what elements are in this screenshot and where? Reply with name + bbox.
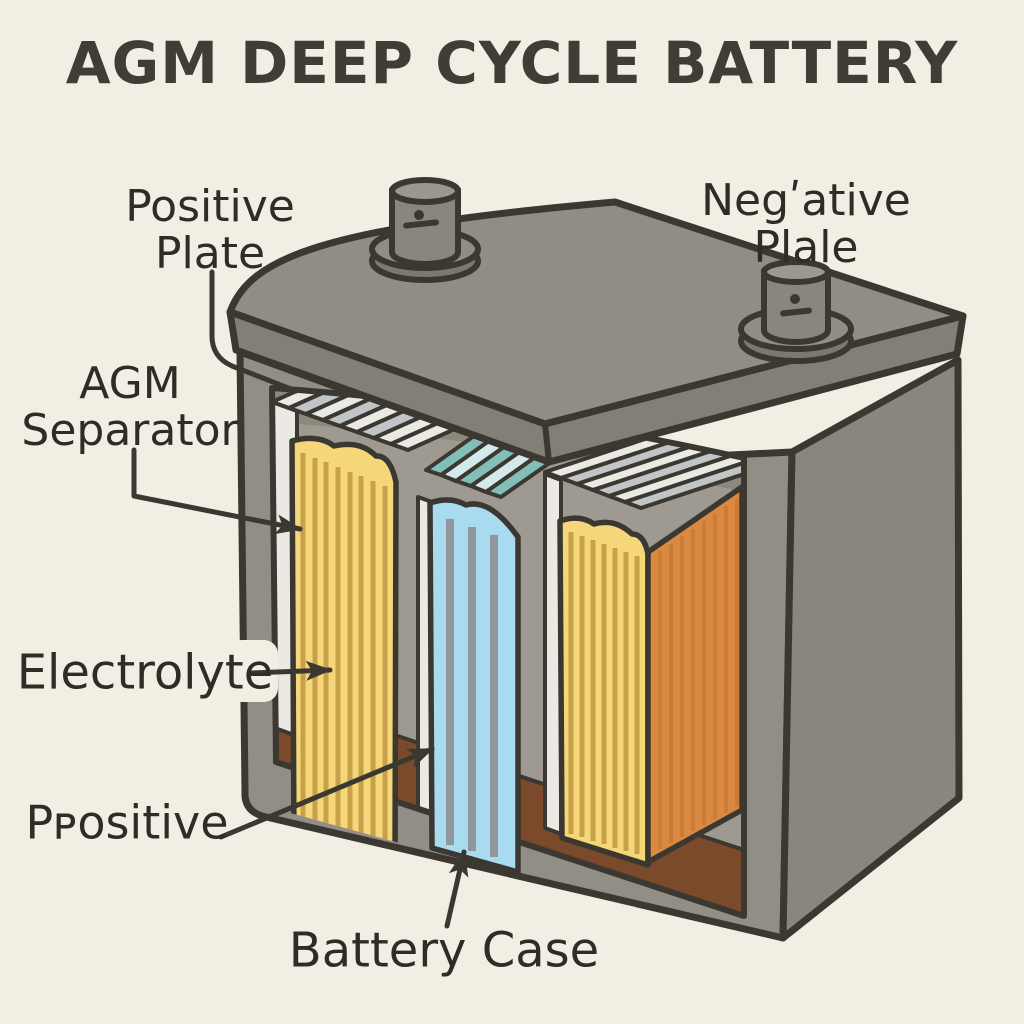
terminal-dot-mark <box>790 294 800 304</box>
positive-plate-yellow-2 <box>557 515 651 868</box>
label-positive-plate: Positive Plate <box>125 183 295 277</box>
diagram-title: AGM DEEP CYCLE BATTERY <box>65 29 959 97</box>
label-agm-separator-line2: Separator <box>21 405 239 456</box>
case-right-face <box>779 356 963 942</box>
electrolyte-plate-blue <box>427 497 521 875</box>
terminal-dot-mark <box>414 210 424 220</box>
label-negative-plate: Negʹative Plale <box>701 177 911 271</box>
label-battery-case-text: Battery Case <box>288 922 600 979</box>
negative-terminal <box>738 259 854 364</box>
label-agm-separator: AGM Separator <box>21 360 238 454</box>
negative-plate-orange-side <box>645 484 744 865</box>
positive-plate-yellow-1 <box>289 435 399 875</box>
battery-case-arrow <box>444 849 469 929</box>
label-electrolyte: Electrolyte <box>16 644 274 701</box>
label-negative-plate-line1: Negʹative <box>701 175 911 226</box>
label-prositive-text: Pᴘositive <box>25 795 229 850</box>
label-positive-plate-line1: Positive <box>125 181 295 232</box>
agm-separator-leader-line <box>131 447 303 535</box>
electrolyte-arrow <box>249 660 333 681</box>
terminal-dash-mark <box>403 219 439 229</box>
label-agm-separator-line1: AGM <box>79 358 181 409</box>
label-electrolyte-text: Electrolyte <box>16 644 274 701</box>
label-negative-plate-line2: Plale <box>753 222 859 273</box>
label-prositive: Pᴘositive <box>25 795 229 850</box>
prositive-arrow <box>218 746 435 840</box>
label-positive-plate-line2: Plate <box>154 228 266 279</box>
positive-plate-leader-line <box>209 269 299 394</box>
label-battery-case: Battery Case <box>288 922 600 979</box>
positive-terminal <box>369 177 481 283</box>
terminal-dash-mark <box>780 307 812 317</box>
